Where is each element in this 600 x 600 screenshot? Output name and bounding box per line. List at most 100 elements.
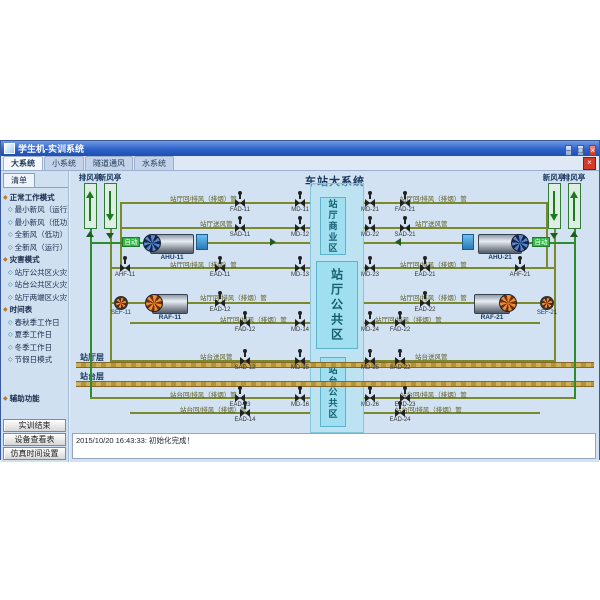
- damper-tag: MD-23: [355, 272, 385, 278]
- damper-actuator-icon: [369, 219, 371, 224]
- damper-tag: MD-22: [355, 232, 385, 238]
- sidebar-item[interactable]: ◇节假日模式: [3, 354, 68, 367]
- sidebar-item[interactable]: ◇全新风（低功）: [3, 229, 68, 242]
- damper[interactable]: SAD-11: [235, 224, 245, 232]
- tab-3[interactable]: 隧道通风: [85, 156, 133, 170]
- ahu-fan[interactable]: AHU-21: [478, 234, 522, 254]
- close-view-button[interactable]: ×: [583, 157, 596, 170]
- damper-actuator-icon: [299, 259, 301, 264]
- damper[interactable]: FAD-22: [395, 319, 405, 327]
- sim-time-button[interactable]: 仿真时间设置: [3, 447, 66, 460]
- status-badge: 自动: [122, 237, 140, 247]
- damper[interactable]: MD-22: [365, 224, 375, 232]
- duct-label: 站厅送风管: [415, 218, 448, 228]
- duct-line: [90, 242, 150, 244]
- damper-actuator-icon: [239, 194, 241, 199]
- zone-label: 站厅公共区: [329, 268, 346, 343]
- titlebar[interactable]: 学生机-实训系统 – □ ×: [1, 141, 599, 156]
- damper[interactable]: EAD-22: [420, 299, 430, 307]
- damper[interactable]: MD-14: [295, 319, 305, 327]
- folder-icon: ◆: [3, 194, 8, 201]
- duct-line: [574, 229, 576, 399]
- damper[interactable]: MD-21: [365, 199, 375, 207]
- damper[interactable]: FAD-21: [400, 199, 410, 207]
- damper[interactable]: FAD-12: [240, 319, 250, 327]
- flow-arrow-icon: [550, 233, 558, 239]
- sidebar-item[interactable]: ◇站台公共区火灾: [3, 279, 68, 292]
- damper[interactable]: SAD-12: [240, 357, 250, 365]
- minimize-button[interactable]: –: [565, 145, 571, 156]
- sidebar-header-tab[interactable]: 清单: [3, 173, 35, 187]
- damper[interactable]: EAD-24: [395, 409, 405, 417]
- maximize-button[interactable]: □: [577, 145, 584, 156]
- end-training-button[interactable]: 实训结束: [3, 419, 66, 432]
- sidebar-item[interactable]: ◇站厅两端区火灾: [3, 291, 68, 304]
- damper[interactable]: SAD-22: [395, 357, 405, 365]
- log-panel[interactable]: 2015/10/20 16:43:33: 初始化完成！: [72, 433, 596, 459]
- axial-fan[interactable]: SEF-21: [540, 296, 554, 310]
- damper-tag: MD-16: [285, 402, 315, 408]
- mode-icon: ◇: [8, 331, 13, 338]
- axial-fan[interactable]: SEF-11: [114, 296, 128, 310]
- damper[interactable]: MD-16: [295, 394, 305, 402]
- ahu-fan[interactable]: AHU-11: [150, 234, 194, 254]
- device-list-button[interactable]: 设备查看表: [3, 433, 66, 446]
- sidebar-item[interactable]: ◇冬季工作日: [3, 341, 68, 354]
- damper[interactable]: MD-13: [295, 264, 305, 272]
- damper[interactable]: FAD-11: [235, 199, 245, 207]
- damper-tag: FAD-12: [230, 327, 260, 333]
- damper[interactable]: EAD-11: [215, 264, 225, 272]
- damper[interactable]: MD-12: [295, 224, 305, 232]
- sidebar-item[interactable]: ◆时间表: [3, 304, 68, 317]
- sidebar-item-label: 站台公共区火灾: [15, 279, 68, 290]
- duct-label: 站台送风管: [200, 351, 233, 361]
- tab-2[interactable]: 小系统: [44, 156, 84, 170]
- sidebar-item[interactable]: ◇夏季工作日: [3, 329, 68, 342]
- damper[interactable]: MD-25: [365, 357, 375, 365]
- damper-tag: EAD-23: [390, 402, 420, 408]
- sidebar-item[interactable]: ◇春秋季工作日: [3, 316, 68, 329]
- damper[interactable]: MD-23: [365, 264, 375, 272]
- fan-impeller-icon: [499, 294, 517, 312]
- raf-fan[interactable]: RAF-21: [474, 294, 510, 314]
- damper[interactable]: EAD-14: [240, 409, 250, 417]
- sidebar-item[interactable]: ◇全新风（运行）: [3, 241, 68, 254]
- damper[interactable]: MD-26: [365, 394, 375, 402]
- sidebar-item[interactable]: ◆灾害模式: [3, 254, 68, 267]
- sidebar-item[interactable]: ◇站厅公共区火灾: [3, 266, 68, 279]
- sidebar-item[interactable]: ◇最小新风（运行）: [3, 204, 68, 217]
- window-title: 学生机-实训系统: [18, 142, 564, 155]
- damper-actuator-icon: [404, 194, 406, 199]
- tab-1[interactable]: 大系统: [3, 156, 43, 170]
- vent-shaft-down: [548, 183, 561, 229]
- vent-shaft-down: [104, 183, 117, 229]
- damper[interactable]: MD-11: [295, 199, 305, 207]
- damper-tag: MD-21: [355, 207, 385, 213]
- damper[interactable]: MD-15: [295, 357, 305, 365]
- duct-label: 站厅回/排风（排烟）管: [220, 314, 287, 324]
- mode-icon: ◇: [8, 344, 13, 351]
- close-button[interactable]: ×: [589, 145, 596, 156]
- damper-tag: MD-11: [285, 207, 315, 213]
- damper-tag: FAD-21: [390, 207, 420, 213]
- damper[interactable]: EAD-21: [420, 264, 430, 272]
- sidebar-item[interactable]: ◇最小新风（低功）: [3, 216, 68, 229]
- damper[interactable]: SAD-21: [400, 224, 410, 232]
- raf-fan[interactable]: RAF-11: [152, 294, 188, 314]
- duct-line: [90, 229, 92, 399]
- sidebar-item-label: 站厅两端区火灾: [15, 292, 68, 303]
- sidebar-item[interactable]: ◆正常工作模式: [3, 191, 68, 204]
- sidebar-item[interactable]: ◆辅助功能: [3, 392, 68, 405]
- damper[interactable]: AHF-11: [120, 264, 130, 272]
- damper-actuator-icon: [369, 194, 371, 199]
- damper[interactable]: EAD-12: [215, 299, 225, 307]
- sidebar-item-label: 全新风（运行）: [15, 242, 68, 253]
- duct-label: 站厅回/排风（排烟）管: [375, 314, 442, 324]
- damper[interactable]: MD-24: [365, 319, 375, 327]
- shaft-label: 新风亭: [97, 172, 123, 183]
- duct-label: 站台送风管: [415, 351, 448, 361]
- damper[interactable]: AHF-21: [515, 264, 525, 272]
- damper-actuator-icon: [299, 389, 301, 394]
- tab-4[interactable]: 水系统: [134, 156, 174, 170]
